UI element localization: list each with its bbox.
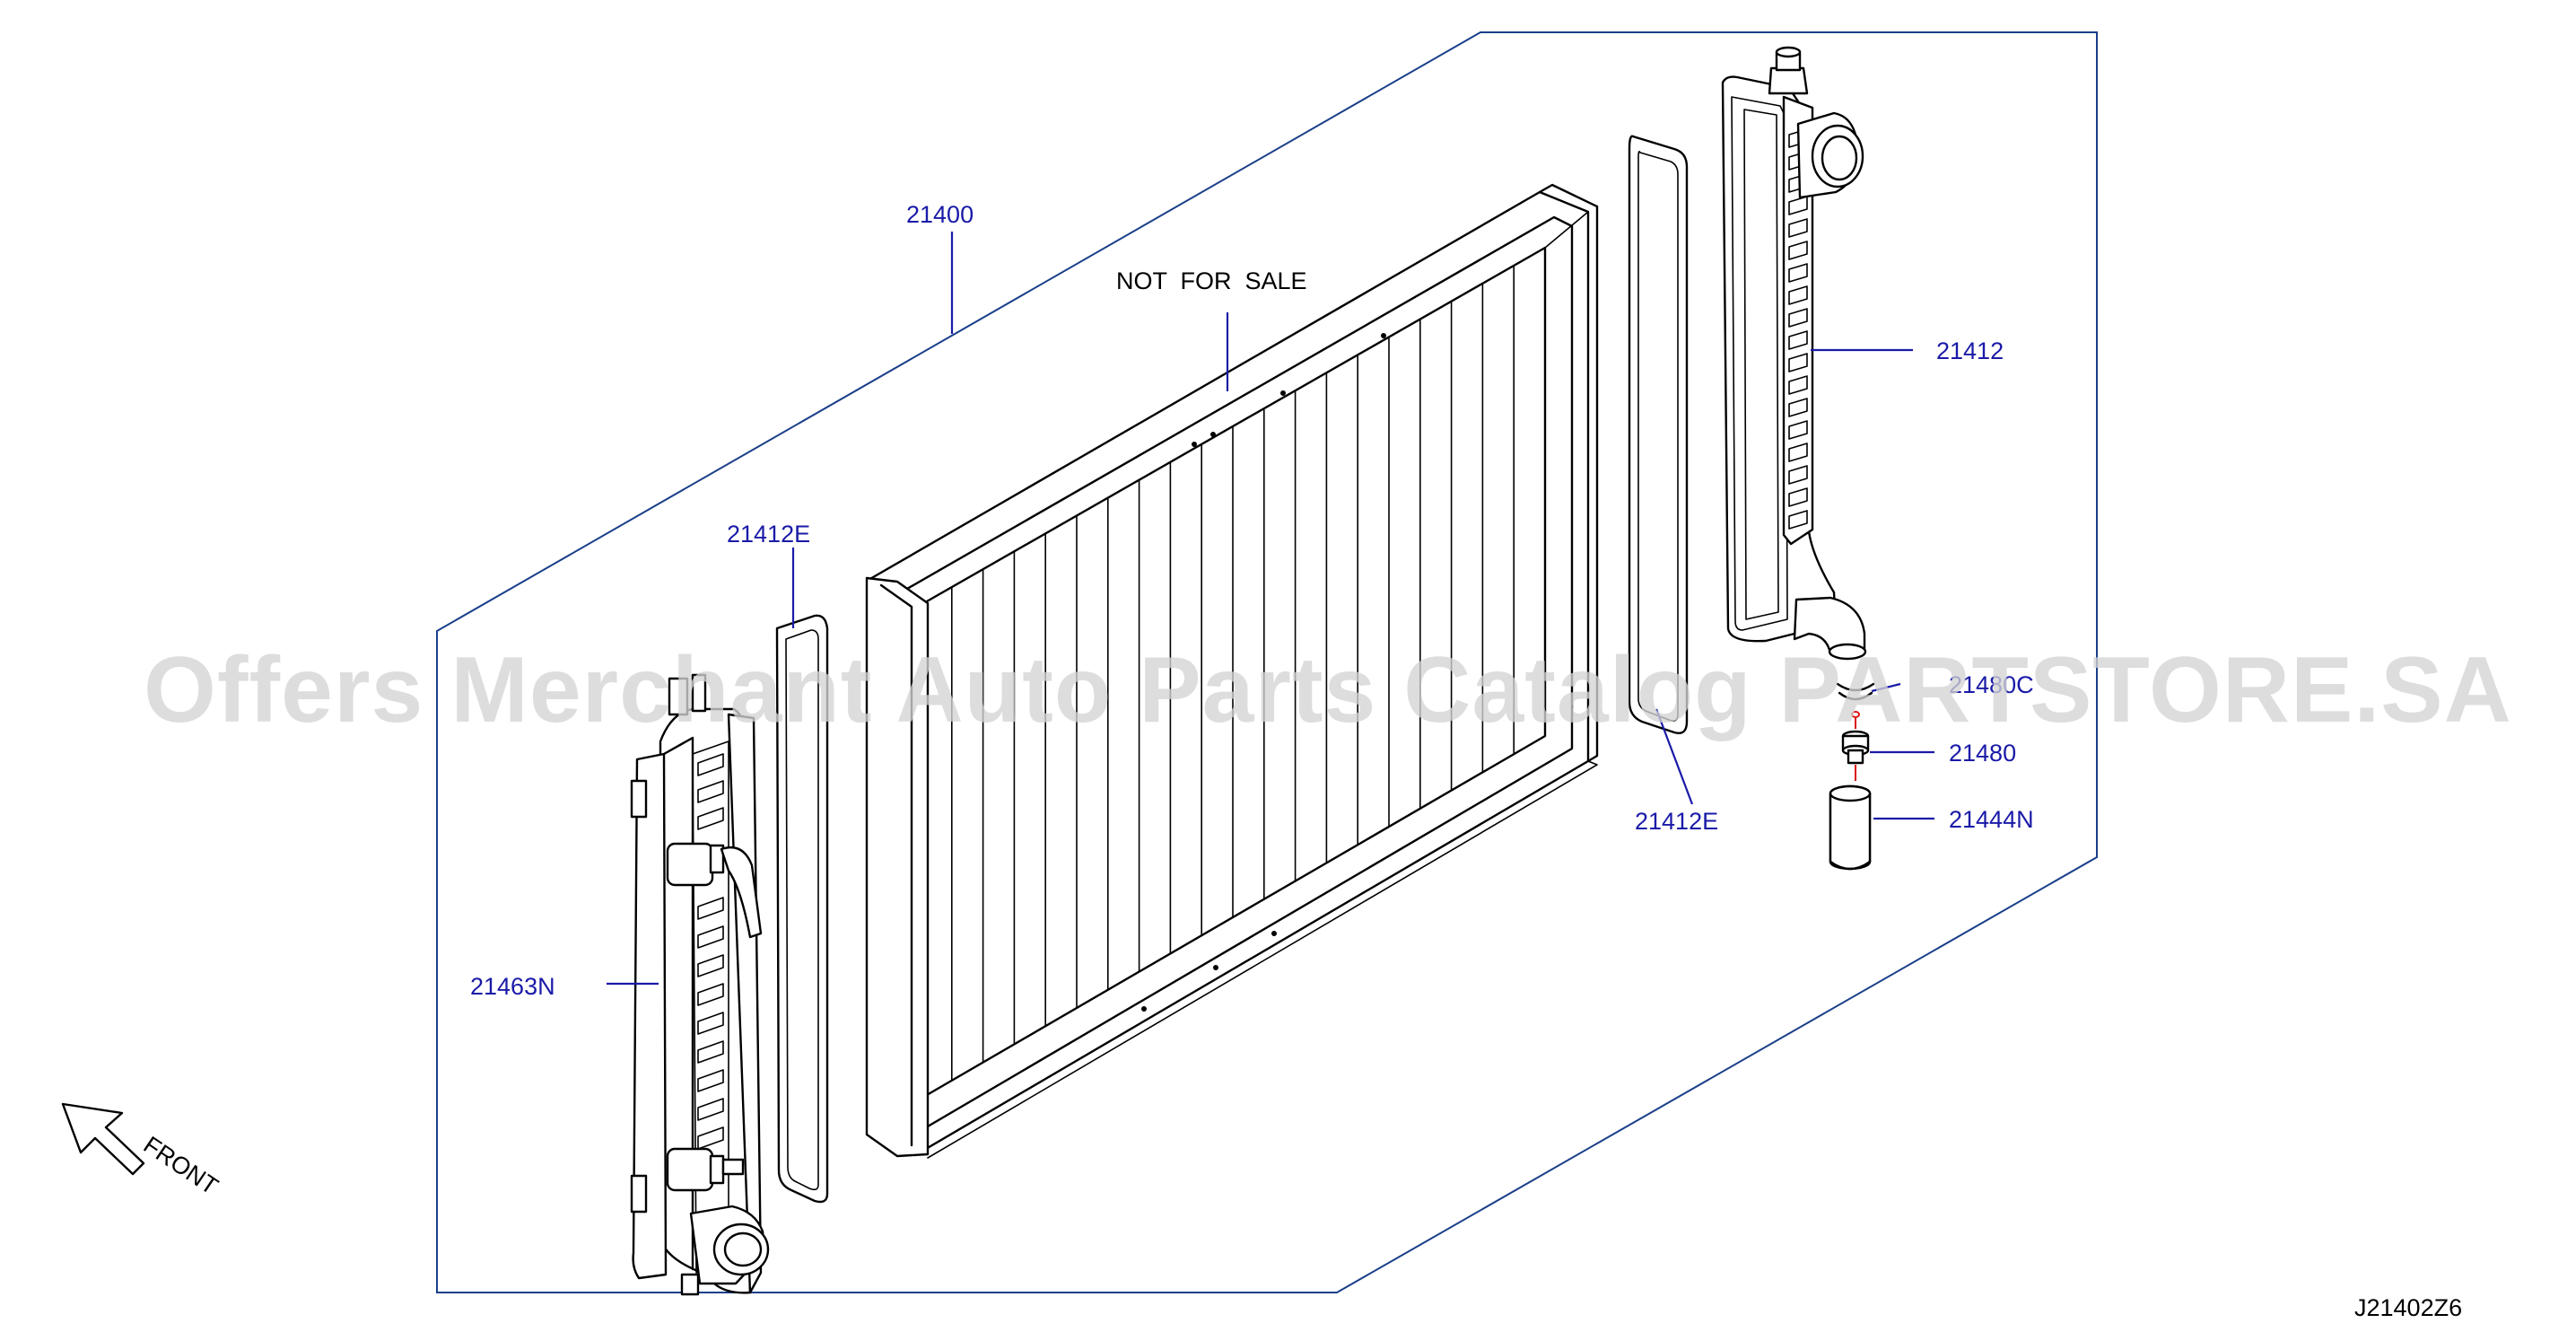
- watermark: Offers Merchant Auto Parts Catalog PARTS…: [144, 638, 2512, 742]
- tank-rib: [1788, 398, 1808, 417]
- tank-rib: [1788, 241, 1808, 260]
- left-tank-rib: [697, 954, 724, 977]
- core-rivets: [1141, 333, 1386, 1012]
- label-drain-seal[interactable]: 21480C: [1949, 671, 2034, 698]
- diagram-code: J21402Z6: [2354, 1294, 2462, 1321]
- label-right-seal[interactable]: 21412E: [1635, 808, 1718, 835]
- tank-rib: [1788, 285, 1808, 305]
- label-left-tank[interactable]: 21463N: [470, 973, 555, 1000]
- tank-rib: [1788, 218, 1808, 238]
- left-tank-rib: [697, 780, 724, 803]
- tank-rib: [1788, 465, 1808, 485]
- core-side-plate: [865, 576, 930, 1158]
- left-tank-rib: [697, 1040, 724, 1064]
- left-tank-rib: [697, 1098, 724, 1121]
- tank-rib: [1788, 308, 1808, 328]
- right-tank[interactable]: [1721, 46, 1867, 661]
- tank-ribs: [1788, 128, 1808, 530]
- drain-sleeve[interactable]: [1829, 784, 1872, 871]
- left-tank-rib: [697, 925, 724, 949]
- tank-rib: [1788, 375, 1808, 395]
- radiator-core[interactable]: [867, 183, 1599, 1159]
- label-radiator-assembly[interactable]: 21400: [906, 201, 974, 228]
- tank-rib: [1788, 443, 1808, 462]
- front-direction-arrow: [61, 1102, 145, 1176]
- left-tank-rib: [697, 753, 724, 776]
- left-tank-rib: [697, 807, 724, 830]
- tank-rib: [1788, 487, 1808, 507]
- left-tank-ribs: [697, 753, 724, 1150]
- left-tank-rib: [697, 983, 724, 1006]
- tank-rib: [1788, 510, 1808, 530]
- left-tank-rib: [697, 1012, 724, 1035]
- left-tank-rib: [697, 1069, 724, 1092]
- left-tank[interactable]: [630, 673, 770, 1296]
- front-direction-label: FRONT: [139, 1131, 223, 1200]
- label-drain-plug[interactable]: 21480: [1949, 740, 2016, 767]
- assembly-outline: [436, 31, 2098, 1293]
- tank-rib: [1788, 263, 1808, 283]
- tank-rib: [1788, 420, 1808, 440]
- left-seal[interactable]: [775, 614, 829, 1204]
- drain-plug[interactable]: [1841, 730, 1870, 781]
- label-left-seal[interactable]: 21412E: [727, 521, 810, 548]
- left-tank-rib: [697, 1126, 724, 1150]
- left-tank-rib: [697, 897, 724, 920]
- tank-rib: [1788, 330, 1808, 350]
- label-right-tank[interactable]: 21412: [1936, 337, 2004, 364]
- drain-seal[interactable]: [1836, 682, 1875, 729]
- part-labels: 21400 21412E 21412 21480C 21480 21444N 2…: [470, 201, 2462, 1321]
- not-for-sale-notice: NOT FOR SALE: [1116, 267, 1307, 294]
- label-drain-sleeve[interactable]: 21444N: [1949, 806, 2034, 833]
- right-seal[interactable]: [1628, 135, 1689, 734]
- leader-lines: [607, 232, 1934, 986]
- core-fins: [951, 265, 1515, 1082]
- tank-rib: [1788, 353, 1808, 372]
